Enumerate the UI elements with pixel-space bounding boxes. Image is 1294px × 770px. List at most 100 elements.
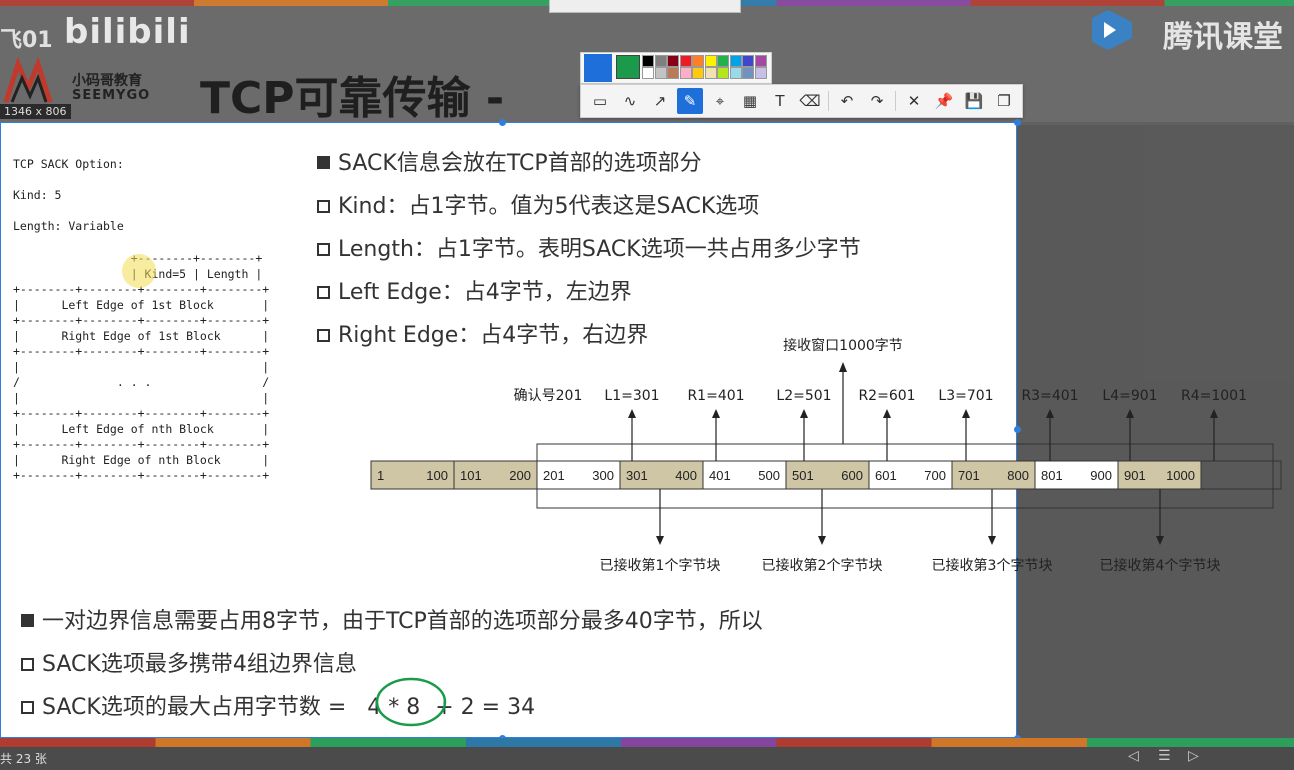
slide-title: TCP可靠传输 - — [200, 73, 505, 124]
separator — [895, 91, 896, 111]
pen-tool-icon[interactable]: ✎ — [677, 88, 703, 114]
block-arrow-head — [988, 536, 996, 545]
color-swatch[interactable] — [754, 55, 767, 67]
slide-list-icon[interactable]: ☰ — [1158, 748, 1171, 764]
edge-label: R3=401 — [1021, 388, 1078, 404]
save-icon[interactable]: 💾 — [964, 92, 984, 110]
color-swatch[interactable] — [742, 55, 754, 67]
edge-arrow-head — [628, 409, 636, 418]
color-swatch[interactable] — [667, 67, 679, 79]
color-swatch[interactable] — [667, 55, 679, 67]
edge-label: R1=401 — [687, 388, 744, 404]
segment-end: 100 — [426, 468, 448, 483]
edge-arrow-head — [712, 409, 720, 418]
resize-handle[interactable] — [1014, 119, 1021, 126]
slide-canvas[interactable]: TCP SACK Option: Kind: 5 Length: Variabl… — [0, 122, 1017, 738]
color-swatch[interactable] — [679, 55, 692, 67]
ascii-row: +--------+--------+--------+--------+ — [13, 313, 270, 327]
curve-tool-icon[interactable]: ∿ — [623, 92, 637, 110]
ascii-row: +--------+--------+--------+--------+ — [13, 437, 270, 451]
selected-color-swatch[interactable] — [616, 55, 640, 79]
segment-end: 900 — [1090, 468, 1112, 483]
option-line: Length: Variable — [13, 219, 124, 233]
tencent-classroom-logo-icon — [1092, 10, 1132, 50]
segment-start: 1 — [377, 468, 384, 483]
text-tool-icon[interactable]: T — [775, 92, 785, 110]
resize-handle[interactable] — [1014, 426, 1021, 433]
seemygo-logo-icon — [3, 56, 53, 103]
logo-english: SEEMYGO — [72, 88, 151, 103]
edge-label: L3=701 — [938, 388, 993, 404]
segment-start: 501 — [792, 468, 814, 483]
color-swatch[interactable] — [654, 67, 667, 79]
segment-start: 901 — [1124, 468, 1146, 483]
segment-end: 400 — [675, 468, 697, 483]
block-label: 已接收第4个字节块 — [1100, 557, 1221, 574]
color-swatch[interactable] — [717, 55, 729, 67]
color-swatch[interactable] — [729, 67, 742, 79]
edge-arrow-head — [1046, 409, 1054, 418]
edge-label: R4=1001 — [1181, 388, 1247, 404]
copy-icon[interactable]: ❐ — [997, 92, 1011, 110]
resize-handle[interactable] — [499, 119, 506, 126]
segment-start: 201 — [543, 468, 565, 483]
window-arrow-head — [839, 362, 847, 372]
bullet-kind: Kind：占1字节。值为5代表这是SACK选项 — [317, 188, 759, 220]
checkbox-icon — [317, 286, 330, 299]
byte-segment — [1117, 460, 1202, 490]
segment-start: 701 — [958, 468, 980, 483]
timer-popup — [549, 0, 741, 13]
color-swatch[interactable] — [692, 67, 704, 79]
ascii-row: +--------+--------+--------+--------+ — [13, 406, 270, 420]
edge-label: L4=901 — [1102, 388, 1157, 404]
marker-tool-icon[interactable]: ⌖ — [715, 92, 725, 110]
color-swatch[interactable] — [704, 55, 717, 67]
formula-suffix: + 2 = 34 — [435, 695, 536, 720]
ascii-row: +--------+--------+--------+--------+ — [13, 282, 270, 296]
undo-icon[interactable]: ↶ — [840, 92, 854, 110]
color-swatch[interactable] — [642, 67, 654, 79]
color-swatch[interactable] — [704, 67, 717, 79]
color-swatch[interactable] — [679, 67, 692, 79]
checkbox-icon — [317, 243, 330, 256]
color-swatch[interactable] — [729, 55, 742, 67]
byte-segment — [951, 460, 1036, 490]
color-swatch[interactable] — [742, 67, 754, 79]
filled-square-icon — [21, 614, 34, 627]
ascii-row: | Left Edge of 1st Block | — [13, 297, 270, 312]
rectangle-tool-icon[interactable]: ▭ — [592, 92, 608, 110]
eraser-tool-icon[interactable]: ⌫ — [799, 92, 821, 110]
bullet-length: Length：占1字节。表明SACK选项一共占用多少字节 — [317, 231, 861, 263]
dimmed-overflow-area — [1017, 122, 1294, 738]
close-icon[interactable]: ✕ — [907, 92, 921, 110]
segment-end: 300 — [592, 468, 614, 483]
bullet-max-blocks: SACK选项最多携带4组边界信息 — [21, 646, 357, 678]
ascii-row: | | — [13, 359, 270, 374]
color-swatch[interactable] — [692, 55, 704, 67]
color-swatch[interactable] — [754, 67, 767, 79]
formula-prefix: SACK选项的最大占用字节数 = — [42, 695, 347, 720]
segment-start: 301 — [626, 468, 648, 483]
bilibili-logo: bilibili — [64, 12, 191, 52]
option-line: TCP SACK Option: — [13, 157, 124, 171]
block-arrow-head — [818, 536, 826, 545]
arrow-tool-icon[interactable]: ↗ — [653, 92, 667, 110]
color-swatch[interactable] — [642, 55, 654, 67]
segment-end: 800 — [1007, 468, 1029, 483]
next-slide-icon[interactable]: ▷ — [1188, 748, 1199, 764]
pin-icon[interactable]: 📌 — [934, 92, 954, 110]
color-swatch[interactable] — [654, 55, 667, 67]
segment-start: 401 — [709, 468, 731, 483]
ascii-row: | Right Edge of 1st Block | — [13, 328, 270, 343]
bullet-formula: SACK选项的最大占用字节数 = 4 * 8 + 2 = 34 — [21, 689, 535, 721]
color-swatch[interactable] — [717, 67, 729, 79]
prev-slide-icon[interactable]: ◁ — [1128, 748, 1139, 764]
block-label: 已接收第2个字节块 — [762, 557, 883, 574]
ascii-row: / . . . / — [13, 375, 270, 389]
annotation-toolbar[interactable]: ▭ ∿ ↗ ✎ ⌖ ▦ T ⌫ ↶ ↷ ✕ 📌 💾 ❐ — [580, 84, 1023, 118]
redo-icon[interactable]: ↷ — [870, 92, 884, 110]
ascii-row: | Left Edge of nth Block | — [13, 421, 270, 436]
mosaic-tool-icon[interactable]: ▦ — [742, 92, 758, 110]
pen-size-button[interactable] — [584, 54, 612, 82]
